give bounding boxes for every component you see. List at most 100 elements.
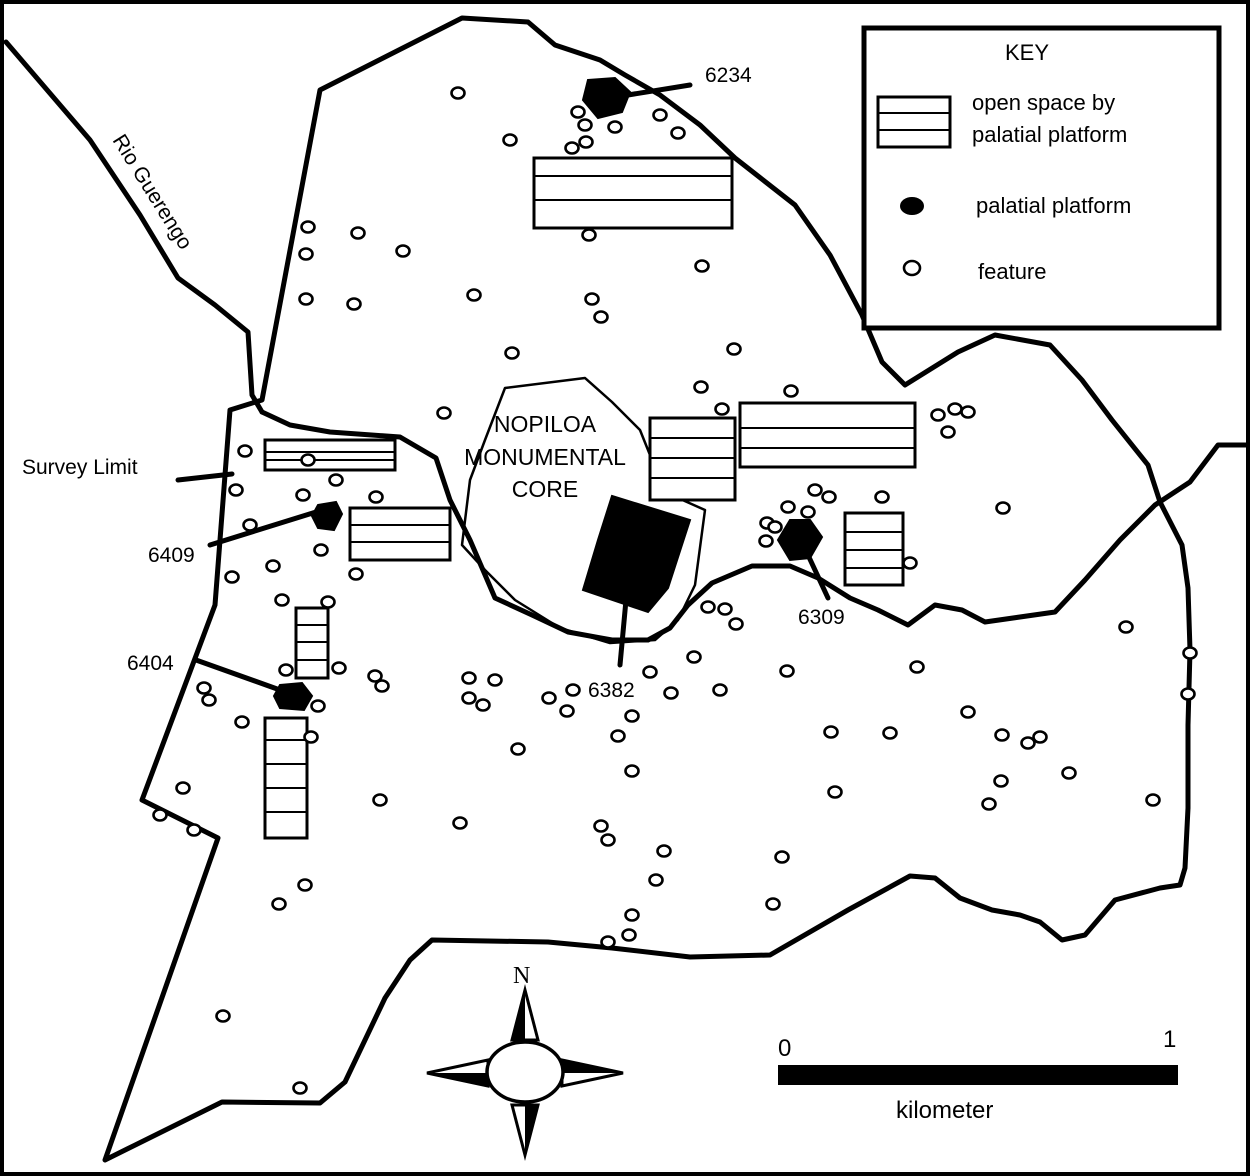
platform-6409	[310, 500, 344, 532]
feature-marker	[1180, 687, 1196, 701]
feature-marker	[242, 518, 258, 532]
feature-marker	[726, 342, 742, 356]
feature-marker	[994, 728, 1010, 742]
scale-bar-line	[778, 1065, 1178, 1085]
map-key: KEY open space by palatial platform pala…	[861, 25, 1222, 331]
key-platform-symbol	[900, 197, 924, 215]
feature-marker	[652, 108, 668, 122]
feature-marker	[502, 133, 518, 147]
feature-marker	[581, 228, 597, 242]
feature-marker	[624, 709, 640, 723]
feature-marker	[331, 661, 347, 675]
open-space-6404	[263, 716, 309, 840]
monumental-core-outline	[460, 376, 707, 645]
feature-marker	[621, 928, 637, 942]
feature-marker	[175, 781, 191, 795]
feature-marker	[656, 844, 672, 858]
leader-6382	[617, 597, 629, 668]
feature-marker	[313, 543, 329, 557]
open-space-core-east	[648, 416, 737, 502]
key-open-space-label-2: palatial platform	[972, 122, 1127, 147]
feature-marker	[1061, 766, 1077, 780]
feature-marker	[584, 292, 600, 306]
key-platform-label: palatial platform	[976, 193, 1131, 218]
feature-marker	[940, 425, 956, 439]
feature-marker	[1020, 736, 1036, 750]
feature-marker	[298, 292, 314, 306]
feature-marker	[372, 793, 388, 807]
feature-marker	[265, 559, 281, 573]
feature-marker	[570, 105, 586, 119]
feature-marker	[960, 405, 976, 419]
feature-marker	[466, 288, 482, 302]
feature-marker	[395, 244, 411, 258]
platform-label-6309: 6309	[798, 606, 845, 629]
feature-marker	[686, 650, 702, 664]
feature-marker	[297, 878, 313, 892]
feature-marker	[930, 408, 946, 422]
feature-marker	[767, 520, 783, 534]
leader-6404	[193, 657, 283, 693]
scale-end-label: 1	[1163, 1026, 1176, 1053]
key-feature-label: feature	[978, 259, 1047, 284]
feature-marker	[559, 704, 575, 718]
feature-marker	[367, 669, 383, 683]
feature-marker	[624, 764, 640, 778]
feature-marker	[712, 683, 728, 697]
feature-marker	[693, 380, 709, 394]
feature-marker	[610, 729, 626, 743]
feature-marker	[292, 1081, 308, 1095]
feature-marker	[348, 567, 364, 581]
platform-label-6382: 6382	[588, 679, 635, 702]
river-line	[3, 39, 265, 415]
feature-marker	[882, 726, 898, 740]
feature-marker	[300, 220, 316, 234]
feature-marker	[577, 118, 593, 132]
north-label: N	[513, 963, 530, 989]
feature-marker	[600, 935, 616, 949]
feature-marker	[765, 897, 781, 911]
feature-marker	[487, 673, 503, 687]
feature-marker	[823, 725, 839, 739]
feature-marker	[774, 850, 790, 864]
feature-marker	[909, 660, 925, 674]
feature-marker	[1032, 730, 1048, 744]
leader-6309	[805, 552, 831, 601]
survey-limit-leader	[175, 471, 235, 483]
open-space-6234	[532, 156, 734, 230]
feature-marker	[328, 473, 344, 487]
feature-marker	[694, 259, 710, 273]
feature-marker	[196, 681, 212, 695]
open-space-west-middle	[294, 606, 330, 680]
core-label-line-1: NOPILOA	[494, 411, 597, 437]
feature-marker	[374, 679, 390, 693]
feature-marker	[728, 617, 744, 631]
platform-6234	[581, 76, 632, 120]
feature-marker	[300, 453, 316, 467]
feature-marker	[593, 819, 609, 833]
feature-marker	[228, 483, 244, 497]
scale-unit-label: kilometer	[896, 1097, 993, 1124]
feature-marker	[960, 705, 976, 719]
platform-6382	[581, 494, 692, 614]
feature-marker	[564, 141, 580, 155]
feature-marker	[350, 226, 366, 240]
feature-marker	[648, 873, 664, 887]
feature-marker	[902, 556, 918, 570]
feature-marker	[274, 593, 290, 607]
feature-marker	[278, 663, 294, 677]
feature-marker	[670, 126, 686, 140]
feature-marker	[237, 444, 253, 458]
road-line	[259, 409, 1249, 643]
feature-marker	[874, 490, 890, 504]
key-open-space-symbol	[876, 95, 952, 149]
feature-marker	[981, 797, 997, 811]
feature-marker	[1145, 793, 1161, 807]
platform-6404	[272, 681, 314, 712]
platform-label-6409: 6409	[148, 544, 195, 567]
feature-marker	[714, 402, 730, 416]
feature-marker	[1182, 646, 1198, 660]
open-space-west-top	[263, 438, 397, 472]
open-space-east	[738, 401, 917, 469]
